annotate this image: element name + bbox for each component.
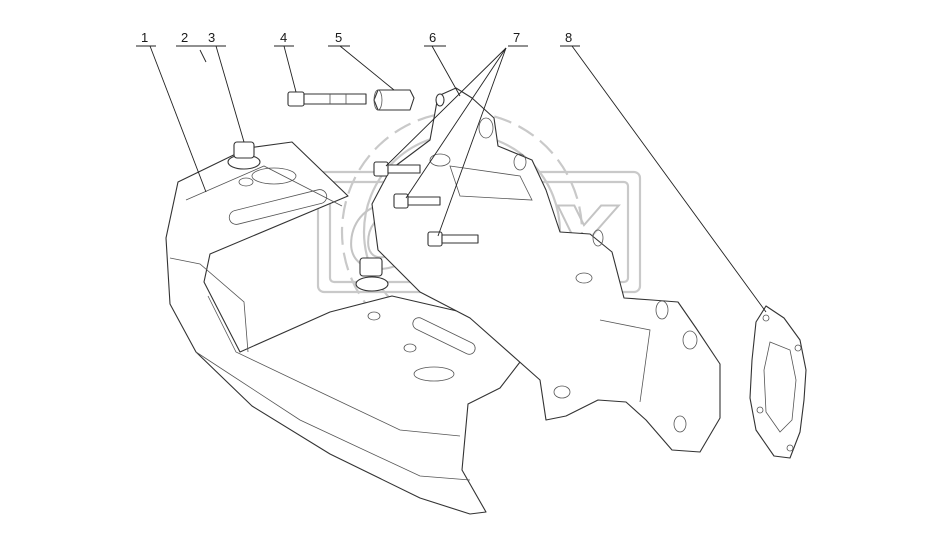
callout-1: 1: [141, 30, 148, 45]
bolt: [287, 91, 367, 107]
callout-4: 4: [280, 30, 287, 45]
callout-7: 7: [513, 30, 520, 45]
manifold-bolt-1: [373, 161, 421, 177]
heat-shield: [165, 141, 521, 515]
screw-top: [227, 141, 261, 170]
gasket: [749, 305, 807, 459]
callout-3: 3: [208, 30, 215, 45]
callout-6: 6: [429, 30, 436, 45]
callout-8: 8: [565, 30, 572, 45]
washer: [435, 93, 445, 107]
callout-2: 2: [181, 30, 188, 45]
leader-lines: [136, 45, 767, 313]
callout-labels: 1 2 3 4 5 6 7 8: [141, 30, 572, 45]
screw-lower: [355, 257, 389, 292]
callout-5: 5: [335, 30, 342, 45]
manifold-bolt-2: [393, 193, 441, 209]
spacer-sleeve: [373, 89, 415, 111]
